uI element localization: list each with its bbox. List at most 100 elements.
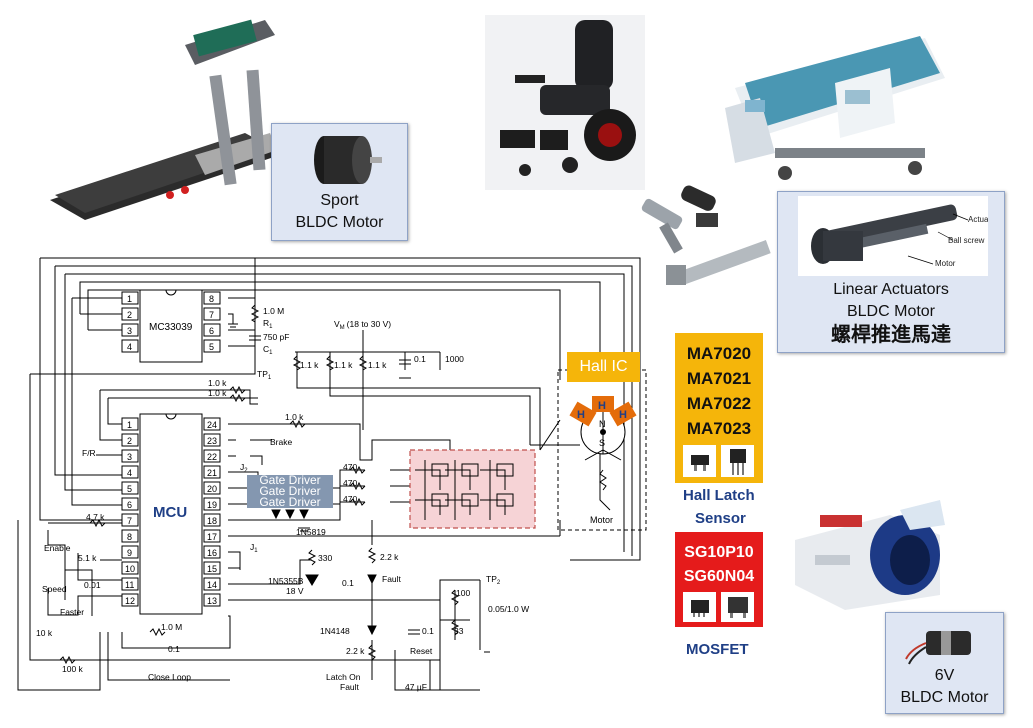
mcu-pin-right-19-box bbox=[203, 497, 221, 511]
mcu-pin-right-21: 21 bbox=[207, 468, 217, 478]
mcu-pin-left-3-box bbox=[121, 449, 139, 463]
mcu-pin-right-18: 18 bbox=[207, 516, 217, 526]
mcu-pin-right-19: 19 bbox=[207, 500, 217, 510]
c001-label: 0.01 bbox=[84, 580, 101, 590]
pullup-3: 1.1 k bbox=[368, 360, 387, 370]
ball-screw-label: Ball screw bbox=[948, 236, 985, 245]
treadmill-motor-callout: Sport BLDC Motor bbox=[271, 123, 408, 241]
treadmill-motor-type: BLDC Motor bbox=[295, 214, 384, 231]
latch-label: Latch On bbox=[326, 672, 361, 682]
r47k-label: 4.7 k bbox=[86, 512, 105, 522]
mcu-pin-right-15: 15 bbox=[207, 564, 217, 574]
latch-fault-label: Fault bbox=[340, 682, 360, 692]
mcu-pin-left-4-box bbox=[121, 465, 139, 479]
gate-r-2: 470 bbox=[343, 478, 357, 488]
hall-sensor-badges bbox=[569, 396, 637, 427]
bldc-motor-photo bbox=[314, 136, 382, 184]
r10m-label: 1.0 M bbox=[161, 622, 182, 632]
mc33039-chip bbox=[139, 289, 203, 363]
mcu-pin-right-16-box bbox=[203, 545, 221, 559]
gate-r-3: 470 bbox=[343, 494, 357, 504]
motor-label: Motor bbox=[590, 515, 613, 525]
mcu-pin-right-14-box bbox=[203, 577, 221, 591]
mosfet-bridge-highlight bbox=[409, 449, 536, 529]
mcu-pin-left-7-box bbox=[121, 513, 139, 527]
r1k-c: 1.0 k bbox=[285, 412, 304, 422]
mcu-pin-left-2-box bbox=[121, 433, 139, 447]
gate-driver-2: Gate Driver bbox=[247, 485, 333, 497]
blood-pressure-image bbox=[795, 500, 945, 610]
mcu-pin-right-17: 17 bbox=[207, 532, 217, 542]
bp-motor-type: BLDC Motor bbox=[900, 689, 989, 706]
rsense-label: 0.05/1.0 W bbox=[488, 604, 529, 614]
hall-caption-line2: Sensor bbox=[695, 510, 746, 527]
mcu-pin-right-21-box bbox=[203, 465, 221, 479]
r100-label: 100 bbox=[456, 588, 470, 598]
mc-pin-2: 2 bbox=[127, 310, 132, 320]
linear-actuators-image bbox=[641, 185, 771, 285]
mcu-pin-left-3: 3 bbox=[127, 452, 132, 462]
mcu-pin-right-13-box bbox=[203, 593, 221, 607]
wheelchair-image bbox=[485, 15, 645, 190]
mcu-pin-left-1: 1 bbox=[127, 420, 132, 430]
hall-ic-tag: Hall IC bbox=[567, 352, 640, 382]
tp2-label: TP2 bbox=[486, 574, 501, 586]
fault-label: Fault bbox=[382, 574, 402, 584]
hall-parts-box: MA7020 MA7021 MA7022 MA7023 bbox=[675, 333, 763, 483]
mcu-pin-left-4: 4 bbox=[127, 468, 132, 478]
c01c-label: 0.1 bbox=[168, 644, 180, 654]
tp1-label: TP1 bbox=[257, 369, 272, 381]
treadmill-image bbox=[50, 19, 280, 220]
mcu-pin-right-16: 16 bbox=[207, 548, 217, 558]
mcu-pin-left-5-box bbox=[121, 481, 139, 495]
close-loop-label: Close Loop bbox=[148, 672, 191, 682]
r10k-label: 10 k bbox=[36, 628, 53, 638]
mcu-chip bbox=[139, 413, 203, 615]
gate-r-1: 470 bbox=[343, 462, 357, 472]
hall-h-right: H bbox=[619, 409, 627, 421]
mcu-pin-right-20: 20 bbox=[207, 484, 217, 494]
r22k-b-label: 2.2 k bbox=[346, 646, 365, 656]
cap-1000: 1000 bbox=[445, 354, 464, 364]
mc-pin-1: 1 bbox=[127, 294, 132, 304]
mcu-pin-left-6: 6 bbox=[127, 500, 132, 510]
mcu-pin-left-9-box bbox=[121, 545, 139, 559]
mcu-pin-right-24: 24 bbox=[207, 420, 217, 430]
fr-label: F/R bbox=[82, 448, 96, 458]
diode-1n5819: 1N5819 bbox=[296, 527, 326, 537]
speed-label: Speed bbox=[42, 584, 67, 594]
hall-h-mid: H bbox=[598, 400, 606, 412]
hall-part-3: MA7022 bbox=[686, 394, 752, 413]
mcu-pin-left-8: 8 bbox=[127, 532, 132, 542]
mcu-pin-right-18-box bbox=[203, 513, 221, 527]
mc-pin-3: 3 bbox=[127, 326, 132, 336]
enable-label: Enable bbox=[44, 543, 71, 553]
hall-part-2: MA7021 bbox=[686, 369, 752, 388]
zener-label: 1N5355B bbox=[268, 576, 304, 586]
gate-driver-3: Gate Driver bbox=[247, 496, 333, 508]
hall-part-4: MA7023 bbox=[686, 419, 752, 438]
mcu-pin-right-15-box bbox=[203, 561, 221, 575]
mcu-pin-right-17-box bbox=[203, 529, 221, 543]
vm-label: VM(18 to 30 V) bbox=[334, 319, 391, 331]
mosfet-parts-box: SG10P10 SG60N04 bbox=[675, 532, 763, 627]
mcu-pin-left-10: 10 bbox=[125, 564, 135, 574]
mcu-pin-right-22: 22 bbox=[207, 452, 217, 462]
r1k-b: 1.0 k bbox=[208, 388, 227, 398]
bed-motor-title: Linear Actuators bbox=[833, 281, 949, 298]
r1k-a: 1.0 k bbox=[208, 378, 227, 388]
mcu-pin-left-7: 7 bbox=[127, 516, 132, 526]
faster-label: Faster bbox=[60, 607, 84, 617]
r1-name: R1 bbox=[263, 318, 273, 330]
mcu-pin-right-23-box bbox=[203, 433, 221, 447]
bp-motor-voltage: 6V bbox=[934, 667, 955, 684]
motor-inset-label: Motor bbox=[935, 259, 956, 268]
c01d-label: 0.1 bbox=[422, 626, 434, 636]
mcu-pin-left-11: 11 bbox=[125, 580, 134, 590]
mcu-pin-right-13: 13 bbox=[207, 596, 217, 606]
mosfet-caption: MOSFET bbox=[686, 641, 749, 658]
cap-0.1: 0.1 bbox=[414, 354, 426, 364]
mosfet-package-icons bbox=[683, 592, 754, 622]
mc33039-label: MC33039 bbox=[149, 322, 193, 333]
gate-driver-1: Gate Driver bbox=[247, 474, 333, 486]
